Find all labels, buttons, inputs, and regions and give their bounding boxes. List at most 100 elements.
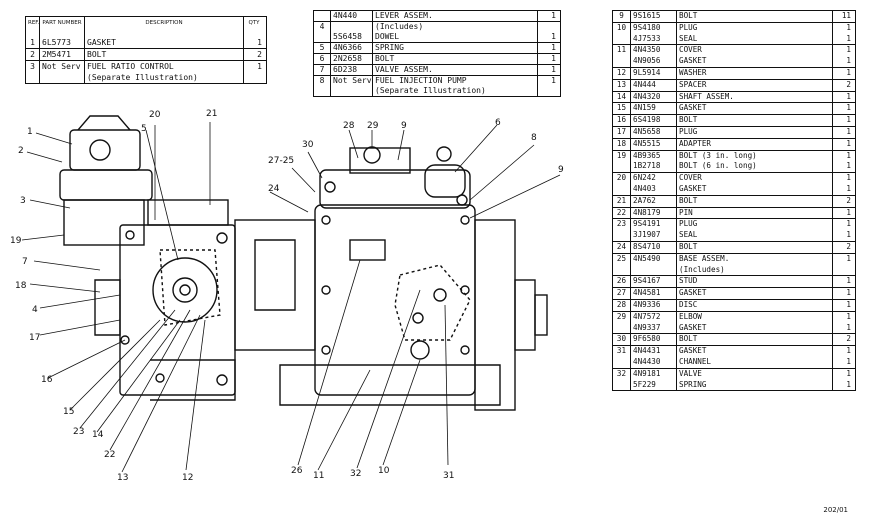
cell-ref: 2 bbox=[30, 50, 35, 59]
cell-ref: 5 bbox=[319, 43, 325, 52]
cell-ref: 1 bbox=[30, 38, 35, 47]
cell-desc: (Includes) bbox=[676, 264, 832, 276]
cell-part: 4N6366 bbox=[330, 43, 372, 53]
cell-qty: 1 bbox=[832, 207, 853, 219]
table-row: (Separate Illustration) bbox=[314, 86, 560, 96]
cell-part: 4N9337 bbox=[630, 322, 676, 334]
callout-27-25: 27-25 bbox=[268, 156, 295, 166]
cell-part: 9L5914 bbox=[630, 67, 676, 79]
cell-qty: 1 bbox=[832, 322, 853, 334]
callout-9-top: 9 bbox=[401, 121, 407, 131]
cell-part: 6N242 bbox=[630, 173, 676, 184]
cell-qty: 2 bbox=[832, 79, 853, 91]
table-row: (Separate Illustration) bbox=[26, 72, 266, 83]
cell-ref: 20 bbox=[616, 173, 627, 183]
cell-ref: 4 bbox=[319, 22, 325, 31]
cell-ref: 22 bbox=[616, 207, 627, 217]
cell-qty: 1 bbox=[832, 67, 853, 79]
cell-qty: 1 bbox=[832, 91, 853, 103]
cell-desc: BOLT bbox=[676, 334, 832, 346]
cell-ref: 8 bbox=[319, 76, 325, 85]
cell-qty: 1 bbox=[832, 22, 853, 34]
cell-ref bbox=[613, 34, 630, 45]
cell-qty: 1 bbox=[243, 37, 264, 48]
cell-qty: 1 bbox=[832, 138, 853, 150]
cell-part: 9S4191 bbox=[630, 219, 676, 231]
table-header: REF. NO. PART NUMBER DESCRIPTION QTY bbox=[26, 17, 266, 37]
cell-ref: 26 bbox=[616, 276, 627, 286]
cell-desc: VALVE bbox=[676, 368, 832, 380]
callout-20: 20 bbox=[149, 110, 161, 120]
cell-desc: DISC bbox=[676, 299, 832, 311]
cell-qty: 1 bbox=[537, 65, 558, 75]
cell-ref: 15 bbox=[616, 103, 627, 113]
cell-part: 4B9365 bbox=[630, 150, 676, 162]
callout-8: 8 bbox=[531, 133, 537, 143]
cell-desc: SPRING bbox=[676, 379, 832, 391]
callout-2: 2 bbox=[18, 146, 24, 156]
callout-13: 13 bbox=[117, 473, 129, 483]
callout-15: 15 bbox=[63, 407, 75, 417]
cell-qty: 2 bbox=[832, 334, 853, 346]
cell-part: 4N4581 bbox=[630, 288, 676, 299]
cell-desc: GASKET bbox=[676, 103, 832, 115]
cell-part bbox=[39, 72, 84, 83]
cell-qty: 11 bbox=[832, 11, 853, 22]
cell-desc: SHAFT ASSEM. bbox=[676, 91, 832, 103]
cell-desc: LEVER ASSEM. bbox=[372, 11, 537, 21]
cell-desc: BOLT bbox=[84, 49, 243, 60]
cell-qty: 1 bbox=[832, 311, 853, 323]
cell-qty: 1 bbox=[832, 356, 853, 368]
callout-22: 22 bbox=[104, 450, 116, 460]
cell-part: 8S4710 bbox=[630, 241, 676, 253]
cell-ref: 18 bbox=[616, 138, 627, 148]
document-number: 202/01 bbox=[823, 506, 848, 514]
cell-desc: ELBOW bbox=[676, 311, 832, 323]
cell-part: 4N5658 bbox=[630, 126, 676, 138]
cell-part: 4N444 bbox=[630, 79, 676, 91]
cell-ref bbox=[314, 32, 330, 42]
cell-qty: 1 bbox=[832, 161, 853, 173]
cell-ref bbox=[314, 86, 330, 96]
cell-ref: 21 bbox=[616, 195, 627, 205]
cell-qty: 1 bbox=[832, 276, 853, 288]
cell-part: 6L5773 bbox=[39, 37, 84, 48]
cell-qty: 1 bbox=[537, 11, 558, 21]
cell-qty: 1 bbox=[832, 183, 853, 195]
cell-part: Not Serv bbox=[330, 76, 372, 86]
cell-desc: BOLT (6 in. long) bbox=[676, 161, 832, 173]
table-row: 4(Includes) bbox=[314, 21, 560, 32]
cell-qty: 1 bbox=[832, 56, 853, 67]
cell-ref bbox=[613, 56, 630, 67]
cell-part: 1B2718 bbox=[630, 161, 676, 173]
cell-part: 4N9181 bbox=[630, 368, 676, 380]
cell-qty: 1 bbox=[832, 33, 853, 45]
cell-part bbox=[630, 264, 676, 276]
callout-28: 28 bbox=[343, 121, 355, 131]
cell-ref bbox=[314, 11, 330, 21]
cell-part: 4N4431 bbox=[630, 346, 676, 357]
cell-part: 4N4320 bbox=[630, 91, 676, 103]
header-ref: REF. NO. bbox=[28, 20, 39, 26]
cell-ref: 16 bbox=[616, 115, 627, 125]
